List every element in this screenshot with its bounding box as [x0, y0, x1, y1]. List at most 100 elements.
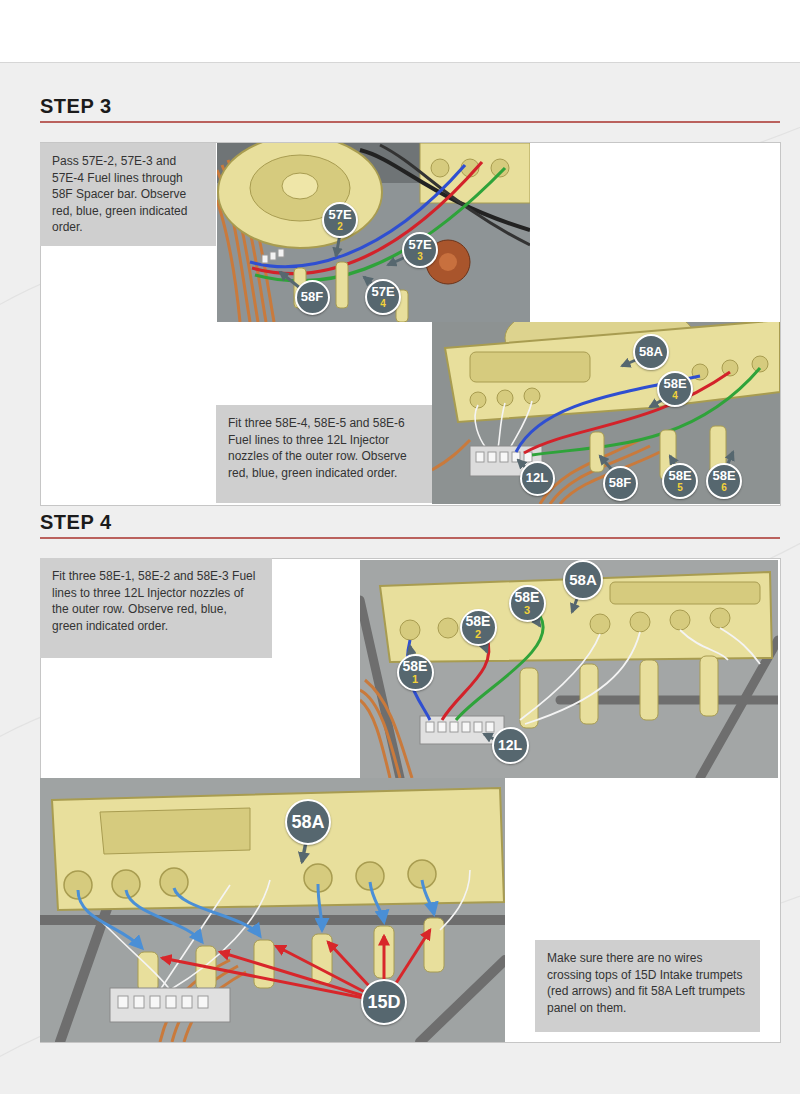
engine-illustration	[424, 918, 444, 972]
engine-illustration	[510, 401, 532, 448]
engine-illustration	[431, 159, 449, 177]
callout-badge: 58F	[603, 466, 638, 501]
engine-illustration	[262, 249, 284, 263]
step-rule	[40, 122, 780, 538]
engine-illustration	[217, 143, 530, 322]
part-number: 58E	[403, 659, 428, 674]
engine-illustration	[52, 788, 504, 910]
engine-illustration	[40, 778, 505, 1042]
engine-illustration	[474, 722, 482, 732]
part-number: 12L	[526, 471, 548, 485]
sub-number: 6	[721, 483, 727, 494]
callout-badge: 58E4	[657, 371, 693, 407]
engine-illustration	[720, 628, 760, 664]
step-panel	[41, 559, 781, 1043]
engine-illustration	[78, 890, 142, 948]
part-number: 12L	[498, 738, 522, 753]
engine-illustration	[110, 988, 230, 1022]
step-rule	[40, 537, 780, 539]
part-number: 57E	[328, 208, 351, 222]
engine-illustration	[630, 612, 650, 632]
engine-illustration	[518, 359, 733, 470]
engine-illustration	[218, 143, 382, 248]
engine-illustration	[40, 900, 505, 1042]
engine-illustration	[450, 722, 458, 732]
engine-illustration	[525, 632, 640, 724]
sub-number: 3	[417, 252, 423, 263]
engine-illustration	[150, 996, 160, 1008]
page-ground	[0, 0, 800, 62]
engine-illustration	[426, 722, 434, 732]
engine-illustration	[462, 722, 470, 732]
engine-illustration	[160, 885, 230, 990]
engine-illustration	[432, 440, 470, 470]
engine-illustration	[710, 608, 730, 628]
part-number: 58A	[639, 345, 663, 359]
callout-badge: 57E4	[365, 279, 401, 315]
engine-illustration	[520, 634, 600, 720]
step-panel	[41, 143, 781, 1043]
engine-illustration	[442, 636, 489, 720]
instruction-text: Make sure there are no wires crossing to…	[547, 950, 748, 1016]
callout-badge: 58A	[285, 799, 331, 845]
engine-illustration	[126, 890, 202, 942]
engine-illustration	[336, 262, 348, 308]
engine-illustration	[486, 722, 494, 732]
engine-illustration	[440, 870, 470, 930]
engine-illustration	[498, 403, 505, 448]
engine-illustration	[78, 880, 434, 948]
engine-illustration	[252, 162, 482, 274]
instruction-box: Fit three 58E-4, 58E-5 and 58E-6 Fuel li…	[216, 405, 432, 503]
engine-illustration	[270, 252, 276, 260]
engine-illustration	[365, 680, 412, 778]
engine-illustration	[640, 660, 658, 720]
engine-illustration	[610, 582, 760, 604]
engine-illustration	[476, 452, 532, 462]
sub-number: 4	[380, 299, 386, 310]
engine-illustration	[400, 608, 730, 640]
callout-badge: 58E5	[662, 463, 698, 499]
engine-illustration	[432, 322, 780, 504]
instruction-box: Pass 57E-2, 57E-3 and 57E-4 Fuel lines t…	[40, 143, 216, 246]
engine-illustration	[302, 842, 306, 862]
engine-illustration	[500, 452, 508, 462]
part-number: 58E	[712, 469, 735, 483]
page-ground	[0, 62, 800, 63]
sub-number: 2	[475, 629, 481, 641]
part-number: 58F	[609, 476, 631, 490]
sub-number: 4	[672, 391, 678, 402]
engine-illustration	[422, 880, 434, 914]
step-rule	[40, 121, 780, 123]
engine-illustration	[250, 162, 505, 281]
part-number: 58E	[515, 590, 540, 605]
callout-badge: 58A	[563, 560, 603, 600]
engine-illustration	[590, 432, 604, 472]
engine-illustration	[488, 452, 496, 462]
part-number: 57E	[371, 285, 394, 299]
engine-illustration	[476, 452, 484, 462]
step-panel	[41, 143, 781, 506]
engine-illustration	[520, 656, 718, 728]
engine-illustration	[255, 168, 505, 281]
sub-number: 1	[412, 674, 418, 686]
engine-illustration	[100, 808, 250, 854]
engine-illustration	[280, 272, 300, 288]
callout-badge: 57E3	[402, 232, 438, 268]
callout-badge: 58A	[633, 334, 669, 370]
part-number: 57E	[408, 238, 431, 252]
instruction-box: Fit three 58E-1, 58E-2 and 58E-3 Fuel li…	[40, 558, 272, 658]
engine-illustration	[380, 572, 772, 662]
engine-illustration	[166, 996, 176, 1008]
callout-badge: 57E2	[322, 202, 358, 238]
callout-badge: 58E1	[397, 654, 434, 691]
engine-illustration	[470, 356, 768, 408]
engine-illustration	[370, 882, 384, 922]
engine-illustration	[360, 690, 400, 778]
callout-badge: 58F	[295, 280, 330, 315]
engine-illustration	[360, 560, 778, 778]
engine-illustration	[432, 440, 660, 504]
engine-illustration	[134, 996, 144, 1008]
engine-illustration	[282, 173, 318, 199]
